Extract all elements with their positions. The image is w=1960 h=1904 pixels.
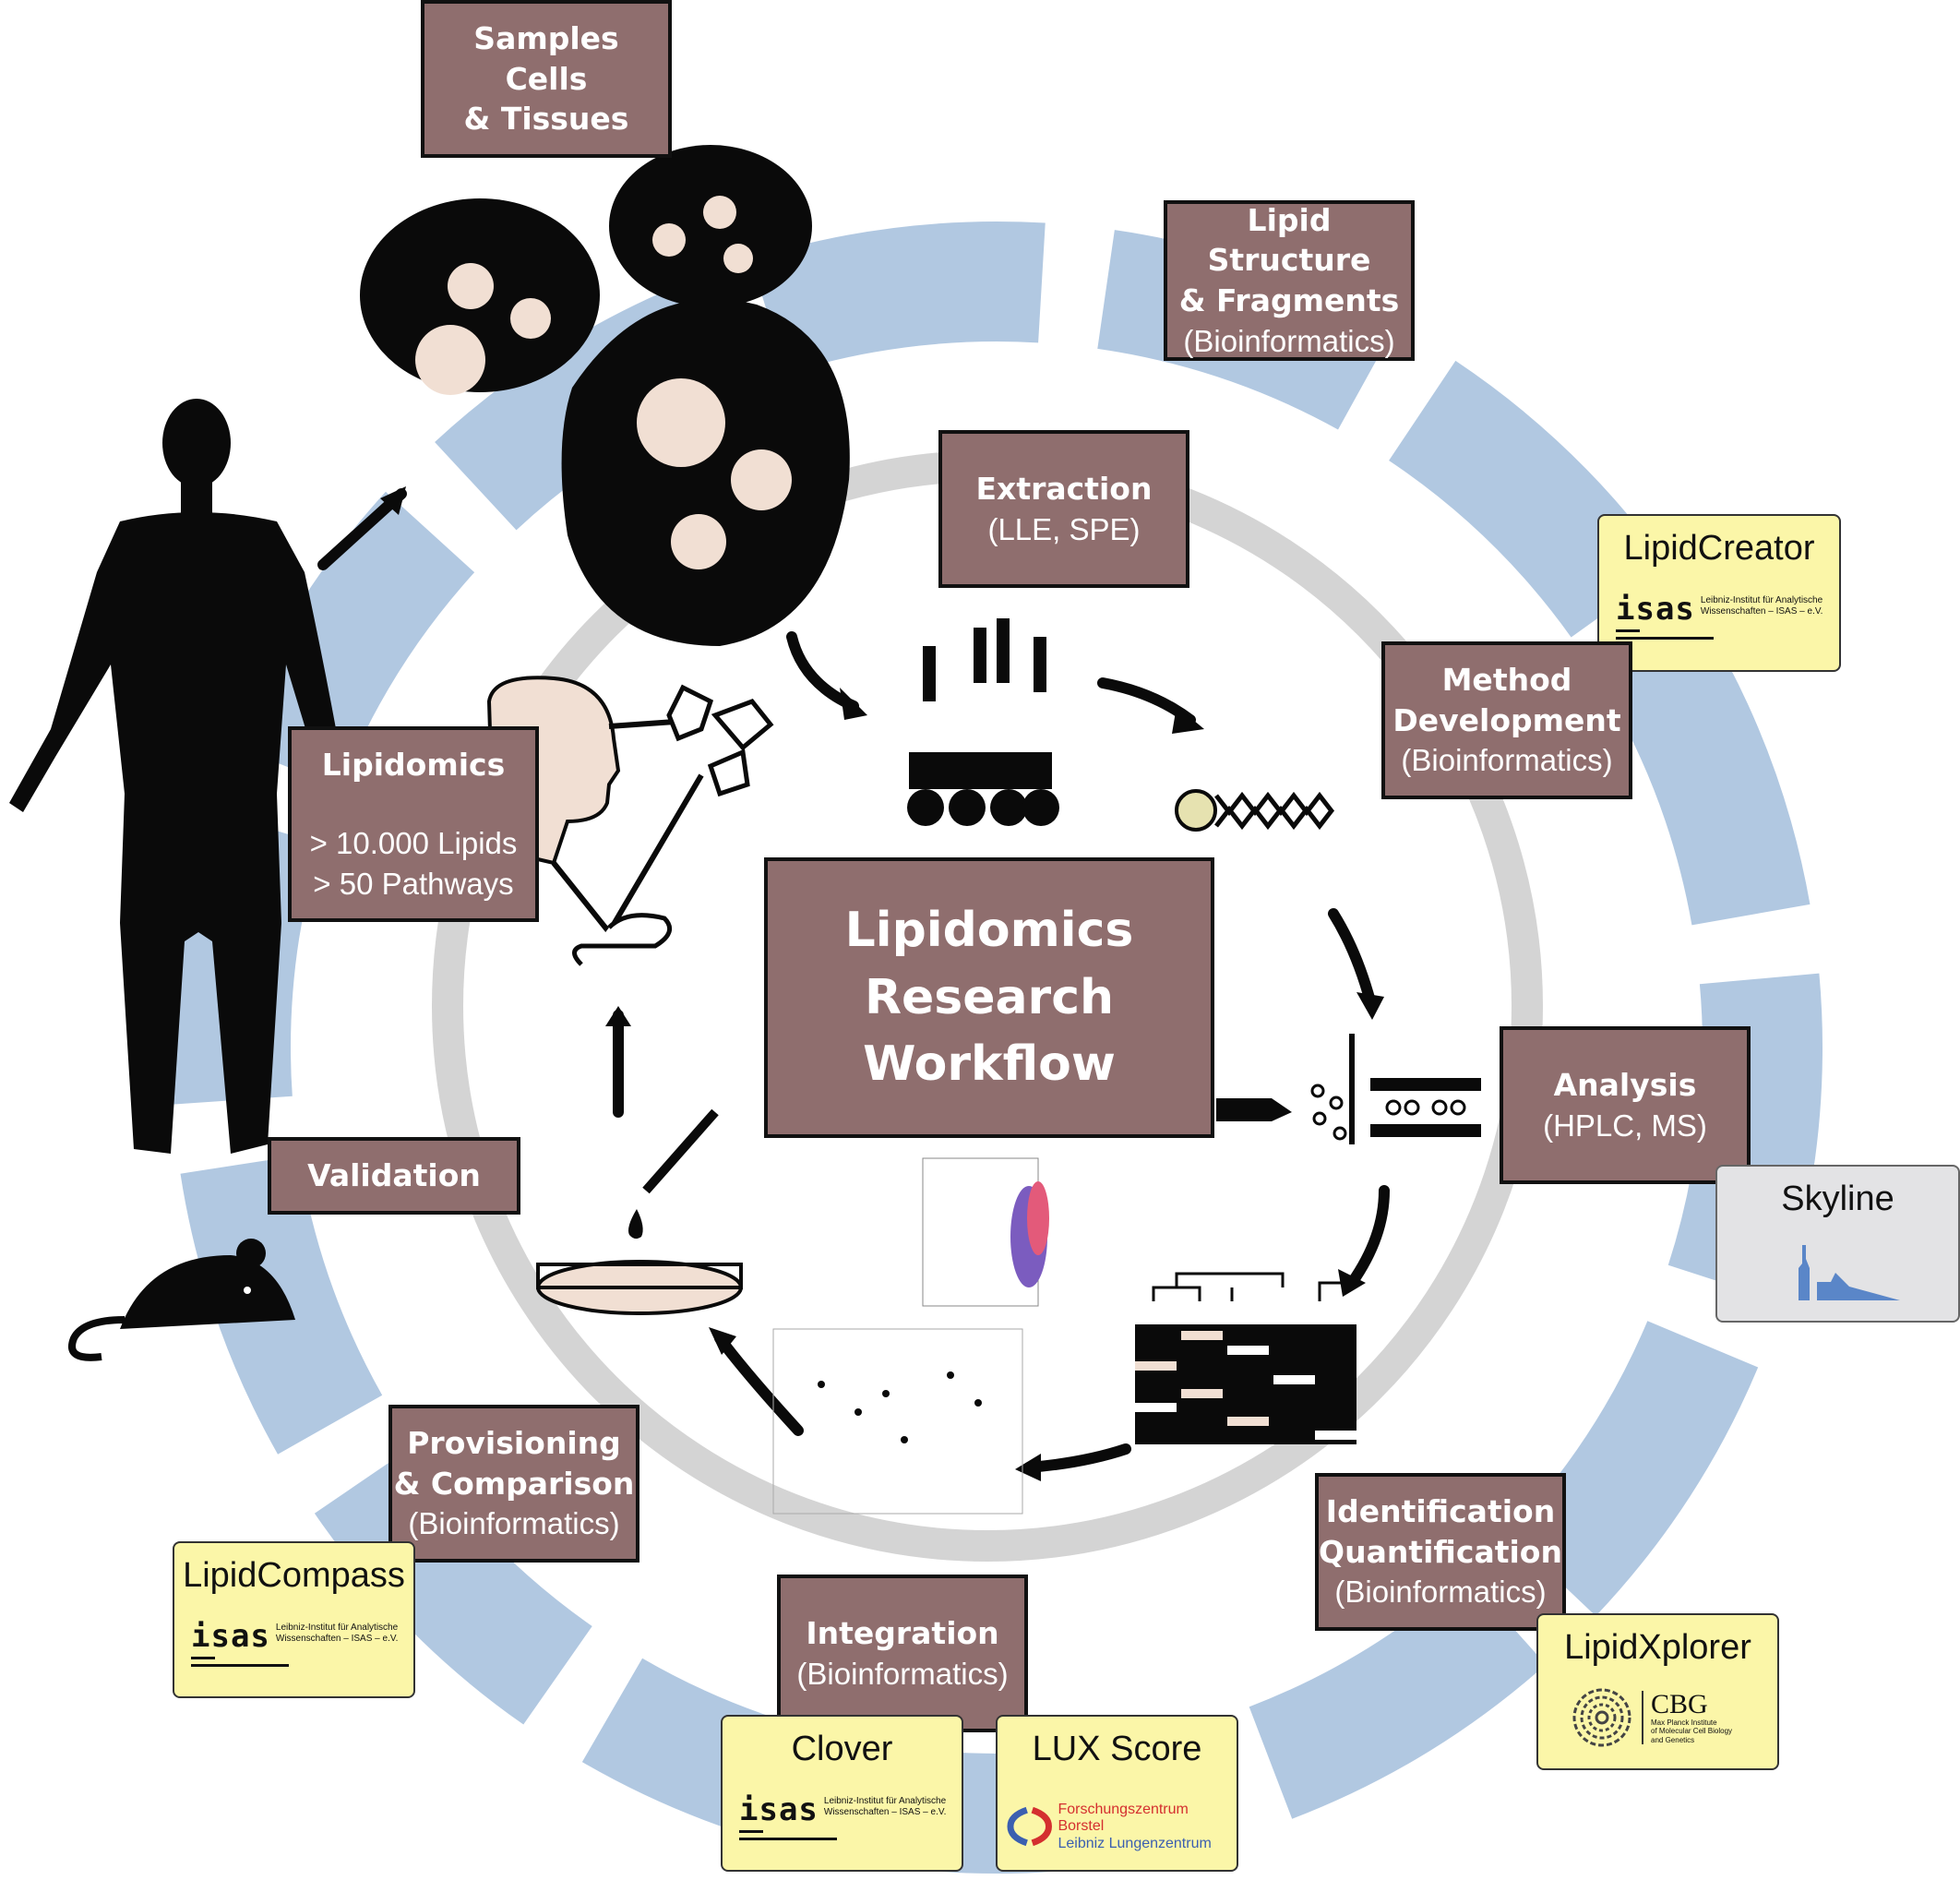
method-dev-sub: (Bioinformatics) (1401, 743, 1613, 778)
clover-card[interactable]: Clover isas Leibniz-Institut für Analyti… (721, 1715, 963, 1872)
isas-logo-icon: isas Leibniz-Institut für Analytische Wi… (739, 1794, 946, 1840)
provisioning-box: Provisioning & Comparison (Bioinformatic… (388, 1405, 639, 1563)
samples-line-1: Samples (473, 20, 619, 57)
extraction-vials-icon (907, 618, 1059, 826)
provisioning-title-1: Provisioning (407, 1425, 621, 1462)
integration-title: Integration (806, 1614, 999, 1651)
mass-spec-icon (1216, 1034, 1481, 1144)
isas-logo-icon: isas Leibniz-Institut für Analytische Wi… (1616, 593, 1823, 640)
extraction-box: Extraction (LLE, SPE) (938, 430, 1189, 588)
skyline-card[interactable]: Skyline (1715, 1165, 1960, 1323)
samples-box: Samples Cells & Tissues (421, 0, 672, 158)
cbg-mark: CBG (1651, 1688, 1708, 1719)
extraction-sub: (LLE, SPE) (987, 511, 1141, 546)
validation-box: Validation (268, 1137, 520, 1215)
lipidomics-line-2: > 50 Pathways (313, 866, 514, 901)
identification-title-1: Identification (1325, 1493, 1556, 1530)
method-dev-title-1: Method (1441, 662, 1572, 699)
isas-logo-mark: isas (1616, 593, 1714, 640)
samples-line-2: Cells (505, 60, 588, 97)
validation-title: Validation (307, 1157, 481, 1194)
fz-borstel-logo-icon: Forschungszentrum Borstel Leibniz Lungen… (1007, 1802, 1237, 1852)
method-development-box: Method Development (Bioinformatics) (1381, 641, 1632, 799)
fz-borstel-mark-icon (1007, 1807, 1052, 1847)
analysis-sub: (HPLC, MS) (1543, 1108, 1707, 1143)
method-dev-title-2: Development (1392, 701, 1621, 738)
isas-caption-2: Wissenschaften – ISAS – e.V. (1700, 606, 1823, 617)
lipid-structure-title-2: & Fragments (1178, 282, 1400, 318)
center-title-line-2: Research (864, 969, 1115, 1025)
isas-caption-2: Wissenschaften – ISAS – e.V. (275, 1634, 399, 1644)
clover-name: Clover (791, 1730, 893, 1768)
isas-logo-mark: isas (739, 1794, 837, 1840)
isas-caption-2: Wissenschaften – ISAS – e.V. (823, 1807, 947, 1817)
lipidxplorer-card[interactable]: LipidXplorer CBG Max Planck Institute of… (1536, 1613, 1779, 1770)
center-title-line-3: Workflow (863, 1036, 1116, 1093)
isas-caption-1: Leibniz-Institut für Analytische (823, 1796, 947, 1806)
petri-dish-icon (536, 1108, 743, 1315)
samples-line-3: & Tissues (463, 101, 629, 138)
analysis-title: Analysis (1553, 1066, 1697, 1103)
lipidomics-title: Lipidomics (321, 746, 506, 783)
fingerprint-icon (1572, 1688, 1631, 1747)
identification-box: Identification Quantification (Bioinform… (1315, 1473, 1566, 1631)
skyline-name: Skyline (1781, 1180, 1894, 1218)
cbg-caption-1: Max Planck Institute (1651, 1718, 1717, 1727)
heatmap-icon (1135, 1272, 1356, 1444)
skyline-logo-icon (1780, 1245, 1900, 1300)
analysis-box: Analysis (HPLC, MS) (1500, 1026, 1751, 1184)
lipid-structure-box: Lipid Structure & Fragments (Bioinformat… (1164, 200, 1415, 361)
center-title-line-1: Lipidomics (844, 902, 1134, 958)
identification-title-2: Quantification (1319, 1533, 1562, 1570)
provisioning-sub: (Bioinformatics) (408, 1506, 620, 1541)
luxscore-card[interactable]: LUX Score Forschungszentrum Borstel Leib… (996, 1715, 1238, 1872)
lipidcompass-name: LipidCompass (183, 1556, 405, 1595)
integration-box: Integration (Bioinformatics) (777, 1575, 1028, 1732)
human-silhouette-icon (9, 399, 351, 1154)
isas-caption-1: Leibniz-Institut für Analytische (275, 1623, 399, 1633)
researcher-head-icon (486, 676, 774, 966)
lipidcreator-name: LipidCreator (1623, 529, 1815, 568)
arrowheads-icon (380, 486, 1384, 1481)
cell-blobs-icon (360, 145, 850, 646)
cbg-caption-3: and Genetics (1651, 1735, 1695, 1744)
center-title-box: Lipidomics Research Workflow (764, 857, 1214, 1138)
cbg-caption-2: of Molecular Cell Biology (1651, 1727, 1733, 1736)
isas-logo-icon: isas Leibniz-Institut für Analytische Wi… (191, 1621, 398, 1667)
scatter-plots-icon (772, 1157, 1049, 1515)
fz-borstel-line-1: Forschungszentrum Borstel (1058, 1802, 1189, 1835)
cbg-logo-icon: CBG Max Planck Institute of Molecular Ce… (1570, 1685, 1732, 1750)
luxscore-name: LUX Score (1032, 1730, 1202, 1768)
identification-sub: (Bioinformatics) (1334, 1575, 1547, 1610)
lipidomics-box: Lipidomics > 10.000 Lipids > 50 Pathways (288, 726, 539, 922)
lipid-structure-sub: (Bioinformatics) (1183, 323, 1395, 358)
lipid-structure-title-1: Lipid Structure (1207, 201, 1371, 279)
lipidomics-line-1: > 10.000 Lipids (309, 826, 518, 861)
mouse-silhouette-icon (68, 1239, 295, 1361)
lipidxplorer-name: LipidXplorer (1564, 1628, 1751, 1667)
isas-logo-mark: isas (191, 1621, 289, 1667)
lipid-molecule-icon (1175, 789, 1334, 832)
integration-sub: (Bioinformatics) (796, 1656, 1009, 1691)
provisioning-title-2: & Comparison (393, 1465, 635, 1502)
fz-borstel-line-2: Leibniz Lungenzentrum (1058, 1835, 1212, 1851)
lipidcompass-card[interactable]: LipidCompass isas Leibniz-Institut für A… (173, 1541, 415, 1698)
isas-caption-1: Leibniz-Institut für Analytische (1700, 595, 1823, 605)
extraction-title: Extraction (975, 470, 1153, 507)
lipidcreator-card[interactable]: LipidCreator isas Leibniz-Institut für A… (1597, 514, 1841, 672)
